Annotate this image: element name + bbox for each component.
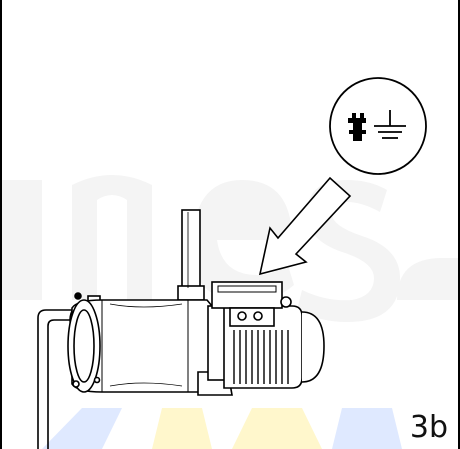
pump-body [67,281,325,396]
earth-ground-icon [374,110,406,139]
suction-pipe [37,309,74,449]
callout-arrow [258,176,352,276]
discharge-pipe [177,209,205,301]
figure-label: 3b [409,410,448,445]
ground-terminal-icon [348,113,366,141]
